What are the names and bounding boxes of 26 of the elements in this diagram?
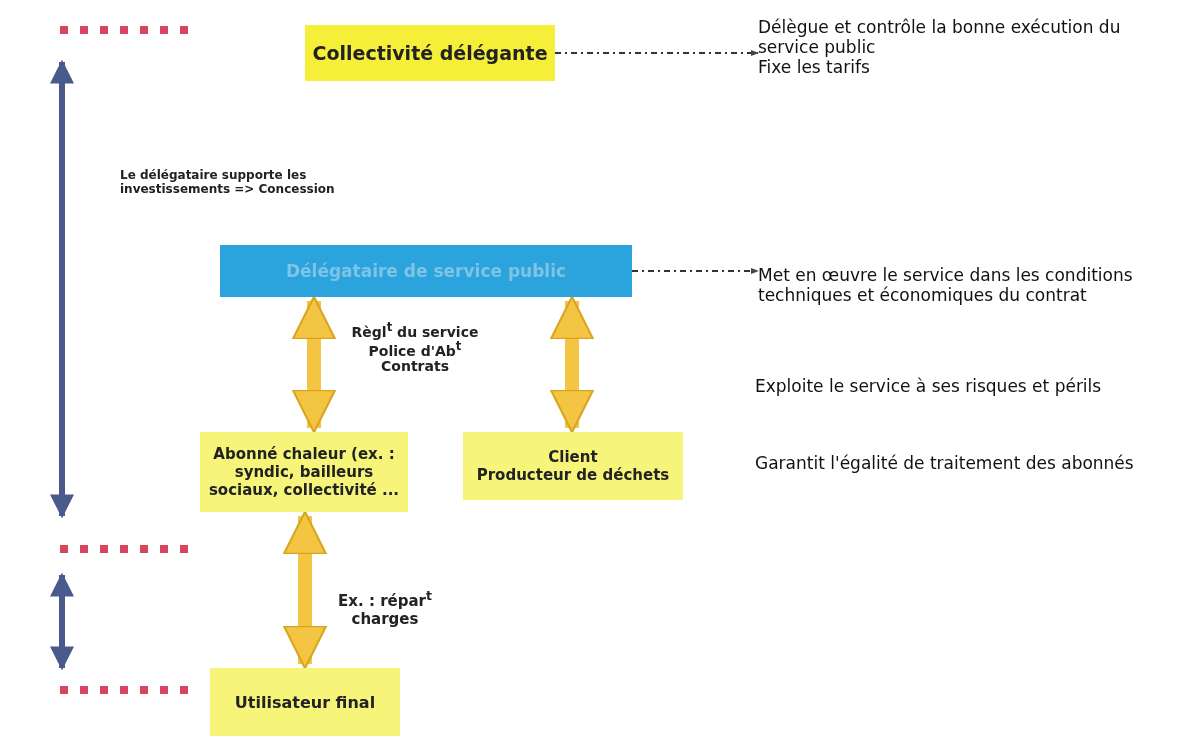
double-arrow (549, 295, 595, 434)
entity-box (210, 668, 400, 736)
entity-label: Utilisateur final (234, 692, 376, 712)
annotation-text: Le délégataire supporte les investissements => Concession (120, 168, 336, 196)
description-text: Fixe les tarifs (758, 57, 870, 77)
annotation-text: Règl$^{t}$ du service (350, 320, 480, 340)
description-text: Délègue et contrôle la bonne exécution du service public (758, 17, 1122, 57)
description-text: Garantit l'égalité de traitement des abonnés (755, 453, 1135, 473)
entity-label: Délégataire de service public (285, 261, 567, 281)
annotation-text: Police d'Ab$^{t}$ (368, 339, 463, 359)
entity-box (220, 245, 632, 297)
double-arrow (291, 295, 337, 434)
entity-box (305, 25, 555, 81)
annotation-text: Ex. : répar$^{t}$ charges (337, 588, 433, 628)
description-text: Met en œuvre le service dans les conditions techniques et économiques du contrat (758, 265, 1134, 305)
entity-box (463, 432, 683, 500)
entity-label: Abonné chaleur (ex. : syndic, bailleurs sociaux, collectivité ... (207, 445, 401, 499)
entity-label: Producteur de déchets (476, 466, 670, 484)
dashed-arrow (554, 49, 759, 57)
entity-box (200, 432, 408, 512)
double-arrow (282, 510, 328, 670)
entity-label: Client (548, 448, 598, 466)
annotation-text: Contrats (380, 358, 450, 374)
entity-label: Collectivité délégante (312, 42, 548, 64)
dashed-arrow (631, 267, 759, 275)
description-text: Exploite le service à ses risques et périls (755, 376, 1103, 396)
